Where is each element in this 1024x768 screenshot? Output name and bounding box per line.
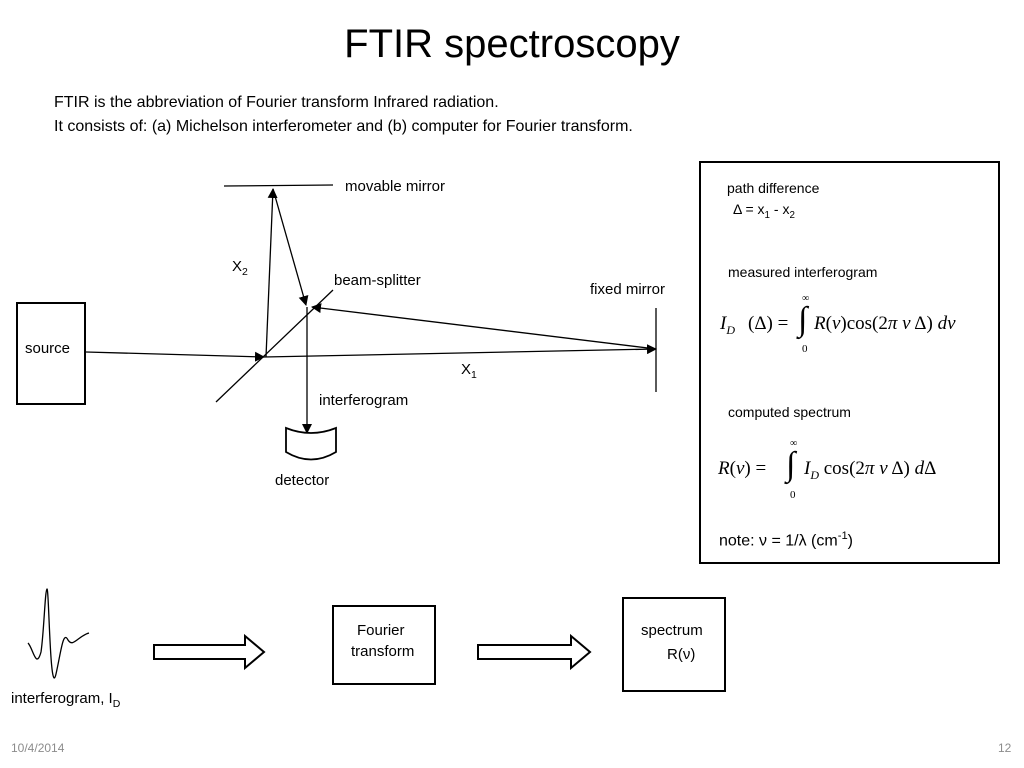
fixed-mirror-label: fixed mirror (590, 281, 666, 298)
footer-date: 10/4/2014 (11, 741, 65, 755)
beam-fixed-to-splitter (311, 303, 657, 350)
source-label: source (25, 340, 71, 357)
interferogram-wave (27, 588, 90, 679)
spectrum-equation: R(ν) = ∞ ∫ 0 ID cos(2π ν Δ) dΔ (718, 438, 937, 501)
movable-mirror-label: movable mirror (345, 178, 446, 195)
x2-label: X2 (232, 258, 248, 278)
beam-splitter-to-fixed (263, 344, 657, 358)
spectrum-box (622, 597, 726, 692)
path-difference-label: path difference (727, 180, 820, 196)
intro-line-1: FTIR is the abbreviation of Fourier tran… (54, 94, 499, 111)
arrow-to-spectrum (477, 633, 592, 671)
beam-source-to-splitter (85, 351, 265, 362)
fourier-label-line1: Fourier (357, 622, 405, 639)
beam-splitter-label: beam-splitter (334, 272, 421, 289)
interferogram-id-label: interferogram, ID (11, 690, 121, 710)
beam-splitter-to-movable (265, 188, 278, 358)
fourier-label-line2: transform (351, 643, 415, 660)
measured-interferogram-label: measured interferogram (728, 264, 878, 280)
page-title: FTIR spectroscopy (344, 22, 680, 66)
computed-spectrum-label: computed spectrum (728, 404, 851, 420)
footer-page-number: 12 (998, 741, 1012, 755)
arrow-to-fourier (153, 633, 266, 671)
intro-line-2: It consists of: (a) Michelson interferom… (54, 118, 633, 135)
note-label: note: ν = 1/λ (cm-1) (719, 530, 853, 550)
movable-mirror (223, 184, 334, 187)
source-box (16, 302, 86, 405)
formula-panel (699, 161, 1000, 564)
beam-movable-to-splitter (272, 188, 309, 306)
interferogram-equation: ID (Δ) = ∞ ∫ 0 R(ν)cos(2π ν Δ) dν (720, 293, 956, 355)
detector-label: detector (275, 472, 330, 489)
x1-label: X1 (461, 361, 477, 381)
interferogram-label: interferogram (319, 392, 409, 409)
fourier-transform-box (332, 605, 436, 685)
spectrum-label-line1: spectrum (641, 622, 703, 639)
spectrum-label-line2: R(ν) (667, 646, 696, 663)
path-difference-equation: Δ = x1 - x2 (733, 201, 795, 221)
detector-shape (285, 426, 337, 461)
